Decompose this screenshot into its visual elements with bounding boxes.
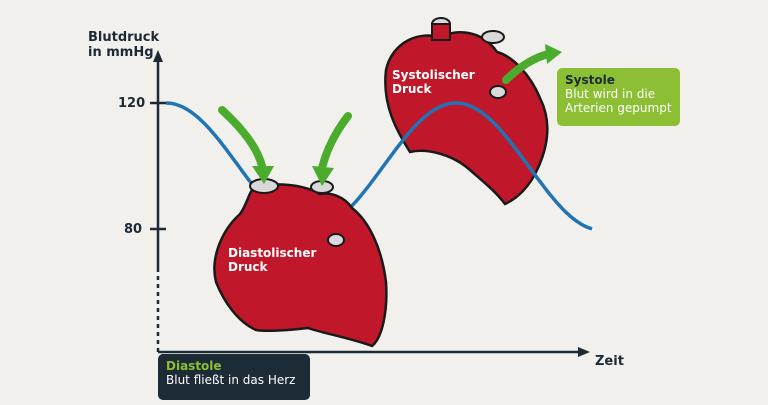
diastolic-vessel-3 [327, 233, 345, 247]
diastolic-heart-label: Diastolischer Druck [228, 246, 316, 274]
arrows [218, 44, 562, 186]
arrow-into-right-vessel [318, 112, 352, 172]
systolic-heart-label: Systolischer Druck [392, 68, 475, 96]
pressure-curve [165, 101, 593, 231]
x-axis-arrowhead [578, 347, 590, 357]
diastolic-heart-body [213, 183, 388, 348]
systolic-label-line1: Systolischer [392, 68, 475, 82]
systole-text-line2: Arterien gepumpt [565, 101, 672, 115]
diastolic-label-line2: Druck [228, 260, 268, 274]
y-axis-arrowhead [153, 50, 163, 62]
arrow-into-left-vessel [218, 106, 266, 170]
diastolic-heart [213, 178, 388, 348]
tick-label-80: 80 [124, 222, 143, 237]
y-axis-label: Blutdruck in mmHg [88, 30, 159, 60]
systolic-vessel-2 [481, 30, 505, 44]
arrow-out-of-systolic-head [545, 44, 562, 64]
diastole-info-box: Diastole Blut fließt in das Herz [158, 354, 310, 400]
diastole-text-line1: Blut fließt in das Herz [166, 373, 296, 387]
systolic-label-line2: Druck [392, 82, 432, 96]
arrow-into-right-vessel-head [312, 166, 334, 186]
systolic-vessel-1-neck [431, 23, 451, 41]
diastole-title: Diastole [166, 359, 222, 373]
y-axis-label-line1: Blutdruck [88, 30, 160, 45]
axes [150, 50, 590, 357]
y-axis-label-line2: in mmHg [88, 45, 154, 60]
systolic-heart [384, 17, 549, 206]
systolic-vessel-3 [489, 85, 507, 99]
diastolic-label-line1: Diastolischer [228, 246, 317, 260]
arrow-out-of-systolic [502, 50, 552, 84]
systole-title: Systole [565, 73, 615, 87]
systole-text-line1: Blut wird in die [565, 87, 656, 101]
systole-info-box: Systole Blut wird in die Arterien gepump… [557, 68, 680, 126]
tick-label-120: 120 [118, 96, 146, 111]
arrow-into-left-vessel-head [252, 166, 274, 184]
x-axis-label: Zeit [595, 354, 624, 369]
systolic-heart-body [384, 31, 549, 206]
